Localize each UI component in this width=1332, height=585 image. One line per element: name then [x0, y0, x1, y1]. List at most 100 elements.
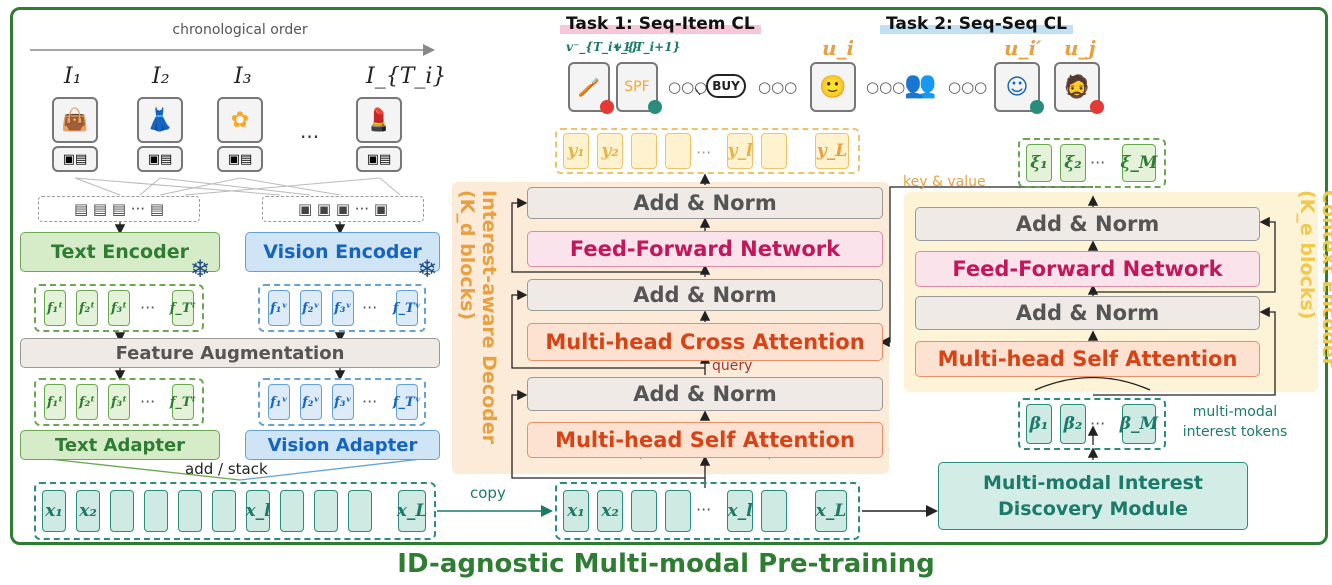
uj-label: u_j [1064, 36, 1096, 60]
item-label-3: I₃ [234, 64, 252, 89]
reject-icon [600, 100, 614, 114]
aug-text-ellipsis: ··· [140, 392, 156, 411]
task1-label: Task 1: Seq-Item CL [560, 14, 761, 34]
encoder-outputs-group [1018, 138, 1166, 188]
encoder-output-ellipsis: ··· [1090, 153, 1106, 172]
figure-caption: ID-agnostic Multi-modal Pre-training [397, 549, 935, 579]
frozen-snowflake-icon-2: ❄ [417, 255, 438, 283]
decoder-self-attention: Multi-head Self Attention [527, 422, 883, 458]
chronological-order-label: chronological order [172, 22, 308, 38]
decoder-output-blank [631, 133, 657, 169]
aug-vision-features-group [258, 378, 426, 426]
encoder-output: ξ₂ [1060, 144, 1086, 182]
encoder-output: ξ₁ [1026, 144, 1052, 182]
dots-4: ○○○ [948, 78, 988, 96]
modal-icons-2: ▣▤ [137, 146, 183, 172]
aug-vision-feature: f₁ᵛ [268, 384, 290, 420]
seq-token-blank [110, 490, 134, 532]
toothpaste-icon: 🪥 [568, 62, 610, 112]
copied-seq-token-blank [631, 490, 657, 532]
user-face-icon: 🙂 [810, 62, 856, 112]
seq-token-blank [144, 490, 168, 532]
vision-features-group [258, 284, 426, 332]
neg-item-label: v⁻_{T_i+1} [566, 40, 639, 54]
seq-token: x_l [245, 490, 271, 532]
accept-icon [648, 100, 662, 114]
interest-tokens-group [1018, 398, 1166, 450]
decoder-output: y_l [727, 133, 753, 169]
seq-token-blank [212, 490, 236, 532]
item-label-2: I₂ [152, 64, 170, 89]
frozen-snowflake-icon: ❄ [190, 255, 211, 283]
vision-feature-ellipsis: ··· [362, 298, 378, 317]
encoder-add-norm-1: Add & Norm [915, 296, 1260, 330]
encoder-add-norm-2: Add & Norm [915, 207, 1260, 241]
text-feature: f_Tᵗ [170, 290, 196, 326]
text-feature: f₁ᵗ [44, 290, 66, 326]
copied-seq-token-blank [761, 490, 787, 532]
aug-vision-feature: f₃ᵛ [332, 384, 354, 420]
sequence-tokens-group [34, 482, 436, 540]
seq-token-blank [178, 490, 202, 532]
copied-seq-token-blank [665, 490, 691, 532]
interest-tokens-label: multi-modal interest tokens [1182, 404, 1288, 440]
task2-label: Task 2: Seq-Seq CL [880, 14, 1073, 34]
handbag-icon: 👜 [52, 97, 98, 143]
encoder-output: ξ_M [1120, 144, 1158, 182]
outer-frame [10, 7, 1328, 545]
vision-encoder: Vision Encoder [245, 232, 440, 272]
dots-2: ○○○ [758, 78, 798, 96]
user-pair-icon: 👥 [904, 70, 937, 100]
items-ellipsis: ··· [300, 125, 320, 149]
decoder-output: y_L [815, 133, 849, 169]
encoder-self-attention: Multi-head Self Attention [915, 341, 1260, 377]
copy-label: copy [470, 484, 506, 502]
decoder-cross-attention: Multi-head Cross Attention [527, 323, 883, 361]
text-adapter: Text Adapter [20, 430, 220, 460]
decoder-output: y₁ [563, 133, 589, 169]
interest-token-ellipsis: ··· [1090, 414, 1106, 433]
decoder-output: y₂ [597, 133, 623, 169]
copied-seq-token: x₁ [563, 490, 589, 532]
modal-icons-3: ▣▤ [217, 146, 263, 172]
aug-text-features-group [34, 378, 204, 426]
feature-augmentation: Feature Augmentation [20, 338, 440, 368]
copied-seq-token: x_L [815, 490, 847, 532]
aug-text-feature: f₃ᵗ [108, 384, 130, 420]
vision-feature: f₂ᵛ [300, 290, 322, 326]
interest-token: β₂ [1060, 404, 1086, 444]
vision-feature: f₁ᵛ [268, 290, 290, 326]
earrings-icon: ✿ [217, 97, 263, 143]
seq-token-blank [314, 490, 338, 532]
vision-feature: f₃ᵛ [332, 290, 354, 326]
decoder-add-norm-3: Add & Norm [527, 187, 883, 219]
interest-discovery-module: Multi-modal Interest Discovery Module [938, 462, 1248, 530]
add-stack-label: add / stack [185, 460, 268, 478]
aug-vision-ellipsis: ··· [362, 392, 378, 411]
image-icons: ▣ ▣ ▣ ··· ▣ [262, 196, 424, 222]
dots-3: ○○○ [866, 78, 906, 96]
decoder-add-norm-1: Add & Norm [527, 377, 883, 411]
seq-token-blank [280, 490, 304, 532]
copied-seq-ellipsis: ··· [696, 500, 712, 519]
text-feature: f₃ᵗ [108, 290, 130, 326]
accept-icon-2 [1030, 100, 1044, 114]
text-doc-icons: ▤ ▤ ▤ ··· ▤ [38, 196, 200, 222]
aug-vision-feature: f_Tᵛ [393, 384, 421, 420]
reject-icon-2 [1090, 100, 1104, 114]
ui-label: u_i [822, 36, 855, 60]
interest-token: β₁ [1026, 404, 1052, 444]
text-feature: f₂ᵗ [76, 290, 98, 326]
decoder-output-blank [665, 133, 691, 169]
item-label-t: I_{T_i} [366, 64, 447, 89]
ui-prime-label: u_i′ [1004, 36, 1042, 60]
interest-token: β_M [1120, 404, 1158, 444]
decoder-output-ellipsis: ··· [696, 143, 712, 162]
seq-token: x₁ [42, 490, 66, 532]
encoder-side-label: Context Encoder (K_e blocks) [1296, 190, 1332, 368]
modal-icons-1: ▣▤ [52, 146, 98, 172]
lipstick-icon: 💄 [356, 97, 402, 143]
dress-icon: 👗 [137, 97, 183, 143]
decoder-output-blank [761, 133, 787, 169]
aug-text-feature: f_Tᵗ [170, 384, 196, 420]
